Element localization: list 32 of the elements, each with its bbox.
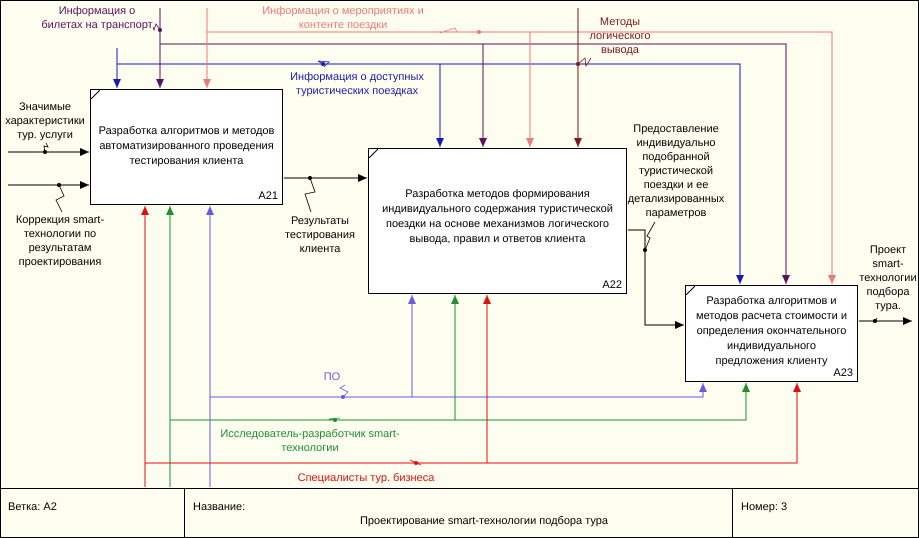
process-name: Разработка методов формирования индивидуального содержания туристической поездки на основе механизмов логического вывода, правил и ответов клиента xyxy=(381,187,614,247)
process-box xyxy=(368,148,627,294)
edge-label: Специалисты тур. бизнеса xyxy=(296,471,436,485)
arrow xyxy=(8,148,90,156)
process-number: A23 xyxy=(833,367,853,379)
arrow xyxy=(628,230,684,329)
edge-label: Предоставление индивидуально подобранной туристической поездки и ее детализированных параметров xyxy=(626,122,726,220)
edge-label: Исследователь-разработчик smart-технологии xyxy=(220,427,400,455)
branch-label: Ветка: A2 xyxy=(8,501,57,513)
edge-label: Информация о доступных туристических поездках xyxy=(289,70,425,98)
process-number: A21 xyxy=(258,190,278,202)
edge-label: Методы логического вывода xyxy=(588,15,652,57)
arrow xyxy=(574,8,582,148)
arrow xyxy=(284,174,368,182)
process-box xyxy=(685,285,858,382)
edge-label: ПО xyxy=(322,370,342,384)
number-label: Номер: 3 xyxy=(741,501,788,513)
arrow xyxy=(116,48,744,284)
edge-label: Проект smart-технологии подбора тура. xyxy=(858,243,918,313)
arrow xyxy=(858,317,912,325)
process-number: A22 xyxy=(602,279,622,291)
edge-label: Информация о билетах на транспорт xyxy=(41,4,153,32)
process-name: Разработка алгоритмов и методов автоматизированного проведения тестирования клиента xyxy=(98,124,276,169)
edge-label: Коррекция smart-технологии по результатам проектирования xyxy=(14,213,106,269)
process-name: Разработка алгоритмов и методов расчета стоимости и определения окончательного индивидуального предложения клиенту xyxy=(695,294,848,368)
name-label: Название: xyxy=(193,501,246,513)
process-box xyxy=(90,89,283,205)
edge-label: Значимые характеристики тур. услуги xyxy=(4,100,86,142)
edge-label: Информация о мероприятиях и контенте поездки xyxy=(261,4,425,32)
edge-label: Результаты тестирования клиента xyxy=(284,214,356,256)
arrow xyxy=(8,181,90,189)
diagram-name: Проектирование smart-технологии подбора тура xyxy=(360,515,608,527)
